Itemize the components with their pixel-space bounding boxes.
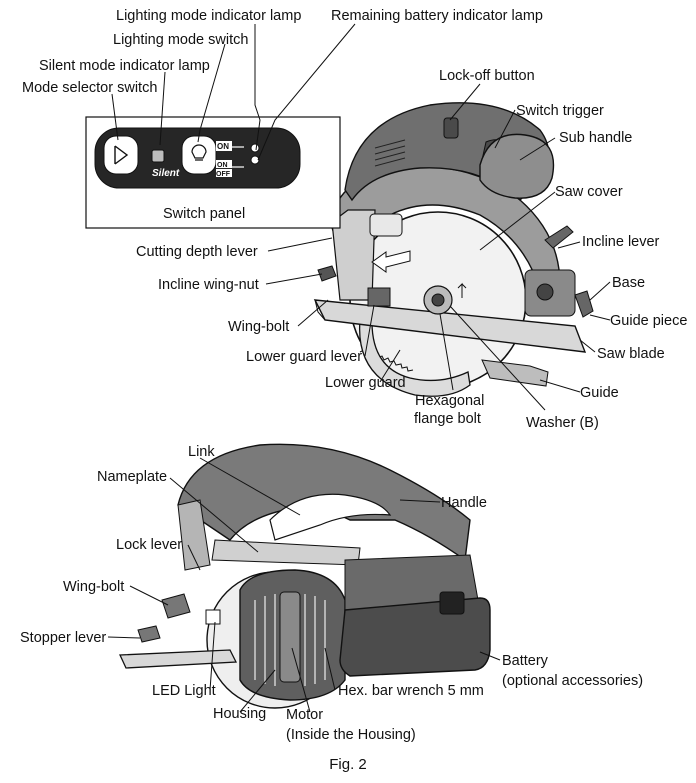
label-lock-off-button: Lock-off button xyxy=(439,68,535,84)
label-silent-mode-indicator-lamp: Silent mode indicator lamp xyxy=(39,58,210,74)
blade-arrow xyxy=(457,282,467,298)
guide-piece-shape xyxy=(574,290,594,318)
guide-shape xyxy=(481,359,549,387)
label-saw-cover: Saw cover xyxy=(555,184,623,200)
on-tag-top xyxy=(216,141,232,151)
leader-lines xyxy=(107,23,611,713)
label-lower-guard-lever: Lower guard lever xyxy=(246,349,362,365)
nameplate-shape xyxy=(211,539,361,566)
off-tag xyxy=(216,169,232,177)
battery-latch-shape xyxy=(439,591,465,615)
rear-knob-shape xyxy=(536,283,554,301)
stopper-lever-shape xyxy=(137,625,161,643)
label-nameplate: Nameplate xyxy=(97,469,167,485)
label-motor-line-1: Motor xyxy=(286,707,323,723)
silent-mode-lamp-icon xyxy=(151,149,165,163)
label-hex-bar-wrench: Hex. bar wrench 5 mm xyxy=(338,683,484,699)
label-incline-lever: Incline lever xyxy=(582,234,660,250)
label-lock-lever: Lock lever xyxy=(116,537,182,553)
lighting-mode-switch-icon xyxy=(181,135,217,175)
label-incline-wing-nut: Incline wing-nut xyxy=(158,277,259,293)
label-hexagonal-line-1: Hexagonal xyxy=(415,393,484,409)
lighting-indicator-lamp xyxy=(250,143,260,153)
handle-vents xyxy=(374,139,406,167)
label-battery-line-2: (optional accessories) xyxy=(502,673,643,689)
lock-off-button-shape xyxy=(443,117,459,139)
label-switch-panel: Switch panel xyxy=(163,206,245,222)
label-lighting-mode-indicator-lamp: Lighting mode indicator lamp xyxy=(116,8,301,24)
label-lighting-mode-switch: Lighting mode switch xyxy=(113,32,248,48)
housing-fins xyxy=(254,594,326,686)
on-text-bottom: ON xyxy=(217,162,228,169)
incline-wing-nut-shape xyxy=(317,265,337,282)
figure-caption: Fig. 2 xyxy=(329,756,367,773)
off-text: OFF xyxy=(216,171,231,178)
mode-selector-switch-icon xyxy=(103,135,139,175)
handle-slot-shape xyxy=(269,493,392,541)
label-mode-selector-switch: Mode selector switch xyxy=(22,80,157,96)
lamp-symbol xyxy=(191,144,207,161)
label-remaining-battery-indicator-lamp: Remaining battery indicator lamp xyxy=(331,8,543,24)
on-tag-bottom xyxy=(216,160,232,168)
label-motor-line-2: (Inside the Housing) xyxy=(286,727,416,743)
label-link: Link xyxy=(188,444,215,460)
label-switch-trigger: Switch trigger xyxy=(516,103,604,119)
label-guide-piece: Guide piece xyxy=(610,313,687,329)
silent-label: Silent xyxy=(152,168,180,179)
top-saw-drawing xyxy=(313,102,594,397)
label-handle: Handle xyxy=(441,495,487,511)
housing-center-cap xyxy=(279,591,301,683)
sub-handle-shape xyxy=(479,133,555,199)
label-saw-blade: Saw blade xyxy=(597,346,665,362)
bottom-base-plate xyxy=(119,649,238,669)
label-sub-handle: Sub handle xyxy=(559,130,632,146)
label-guide: Guide xyxy=(580,385,619,401)
label-washer-b: Washer (B) xyxy=(526,415,599,431)
labels: Lighting mode indicator lamp Remaining b… xyxy=(20,8,687,743)
battery-shape xyxy=(339,597,491,677)
label-led-light: LED Light xyxy=(152,683,216,699)
label-wing-bolt-top: Wing-bolt xyxy=(228,319,289,335)
front-lever-shape xyxy=(177,499,211,571)
label-wing-bolt-bottom: Wing-bolt xyxy=(63,579,124,595)
base-plate-shape xyxy=(313,299,587,353)
rotation-arrow-shape xyxy=(371,250,411,273)
wing-bolt-shape xyxy=(161,593,191,619)
label-hexagonal-line-2: flange bolt xyxy=(414,411,481,427)
label-base: Base xyxy=(612,275,645,291)
mode-selector-symbol xyxy=(114,145,129,165)
bottom-saw-drawing xyxy=(119,443,491,709)
label-lower-guard: Lower guard xyxy=(325,375,406,391)
label-cutting-depth-lever: Cutting depth lever xyxy=(136,244,258,260)
label-housing: Housing xyxy=(213,706,266,722)
flange-bolt-inner xyxy=(431,293,445,307)
front-bracket-shape xyxy=(331,209,376,301)
base-front-edge xyxy=(314,299,326,321)
lower-guard-shape xyxy=(358,319,471,397)
on-text-top: ON xyxy=(217,142,229,151)
led-light-shape xyxy=(205,609,221,625)
incline-lever-shape xyxy=(544,225,574,249)
lower-guard-lever-shape xyxy=(367,287,391,307)
battery-indicator-lamp xyxy=(250,155,260,165)
depth-scale-shape xyxy=(369,213,403,237)
label-battery-line-1: Battery xyxy=(502,653,549,669)
saw-diagram: Silent ON ON OFF xyxy=(20,8,687,743)
label-stopper-lever: Stopper lever xyxy=(20,630,106,646)
